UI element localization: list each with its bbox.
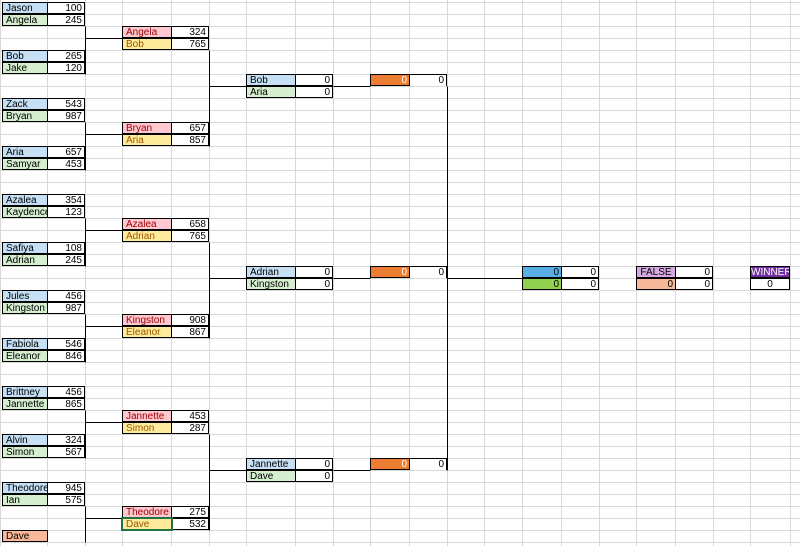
r2-name-3[interactable]: Bryan [122,122,172,134]
r1-name-20[interactable]: Simon [2,446,48,458]
r1-score-17[interactable]: 456 [47,386,85,398]
r1-score-7[interactable]: 657 [47,146,85,158]
r2-name-12[interactable]: Dave [121,517,173,531]
r1-score-14[interactable]: 987 [47,302,85,314]
r1-score-1[interactable]: 100 [47,2,85,14]
r1-name-4[interactable]: Jake [2,62,48,74]
r1-score-9[interactable]: 354 [47,194,85,206]
r1-name-10[interactable]: Kaydence [2,206,48,218]
r3-name-5[interactable]: Jannette [246,458,296,470]
r1-name-3[interactable]: Bob [2,50,48,62]
r1-name-15[interactable]: Fabiola [2,338,48,350]
r1-name-1[interactable]: Jason [2,2,48,14]
winner-score[interactable]: 0 [750,278,790,290]
r1-score-20[interactable]: 567 [47,446,85,458]
r1-name-12[interactable]: Adrian [2,254,48,266]
r4-seed-2[interactable]: 0 [370,266,410,278]
r5-seed-1[interactable]: 0 [522,266,562,278]
r1-score-19[interactable]: 324 [47,434,85,446]
r1-name-7[interactable]: Aria [2,146,48,158]
r2-name-9[interactable]: Jannette [122,410,172,422]
r2-score-10[interactable]: 287 [171,422,209,434]
r2-score-1[interactable]: 324 [171,26,209,38]
r2-score-6[interactable]: 765 [171,230,209,242]
r4-seed-1[interactable]: 0 [370,74,410,86]
r2-score-3[interactable]: 657 [171,122,209,134]
r2-name-11[interactable]: Theodore [122,506,172,518]
r3-name-1[interactable]: Bob [246,74,296,86]
r2-score-8[interactable]: 867 [171,326,209,338]
r1-score-3[interactable]: 265 [47,50,85,62]
r3-score-6[interactable]: 0 [295,470,333,482]
r2-score-7[interactable]: 908 [171,314,209,326]
r1-score-11[interactable]: 108 [47,242,85,254]
r2-name-7[interactable]: Kingston [122,314,172,326]
r2-name-2[interactable]: Bob [122,38,172,50]
r1-name-18[interactable]: Jannette [2,398,48,410]
r1-name-5[interactable]: Zack [2,98,48,110]
r1-score-15[interactable]: 546 [47,338,85,350]
r1-score-2[interactable]: 245 [47,14,85,26]
r3-score-4[interactable]: 0 [295,278,333,290]
r1-name-16[interactable]: Eleanor [2,350,48,362]
r3-name-4[interactable]: Kingston [246,278,296,290]
r1-score-6[interactable]: 987 [47,110,85,122]
r5-seed-2[interactable]: 0 [522,278,562,290]
r2-name-5[interactable]: Azalea [122,218,172,230]
r4-score-2[interactable]: 0 [409,266,447,278]
r6-score-1[interactable]: 0 [675,266,713,278]
r2-score-11[interactable]: 275 [171,506,209,518]
r1-name-13[interactable]: Jules [2,290,48,302]
r1-name-19[interactable]: Alvin [2,434,48,446]
r6-result-2[interactable]: 0 [636,278,676,290]
r3-name-3[interactable]: Adrian [246,266,296,278]
r2-name-4[interactable]: Aria [122,134,172,146]
r4-score-3[interactable]: 0 [409,458,447,470]
r1-score-8[interactable]: 453 [47,158,85,170]
r1-score-5[interactable]: 543 [47,98,85,110]
r1-score-4[interactable]: 120 [47,62,85,74]
r3-name-6[interactable]: Dave [246,470,296,482]
r2-score-12[interactable]: 532 [171,518,209,530]
r3-score-2[interactable]: 0 [295,86,333,98]
r1-name-9[interactable]: Azalea [2,194,48,206]
r1-name-14[interactable]: Kingston [2,302,48,314]
r3-score-3[interactable]: 0 [295,266,333,278]
r2-score-4[interactable]: 857 [171,134,209,146]
r4-seed-3[interactable]: 0 [370,458,410,470]
r6-score-2[interactable]: 0 [675,278,713,290]
winner-label[interactable]: WINNER [750,266,790,278]
r3-score-1[interactable]: 0 [295,74,333,86]
r1-name-6[interactable]: Bryan [2,110,48,122]
r1-score-10[interactable]: 123 [47,206,85,218]
r5-score-1[interactable]: 0 [561,266,599,278]
r2-name-1[interactable]: Angela [122,26,172,38]
r3-score-5[interactable]: 0 [295,458,333,470]
r2-name-10[interactable]: Simon [122,422,172,434]
r2-name-6[interactable]: Adrian [122,230,172,242]
r1-name-11[interactable]: Safiya [2,242,48,254]
r2-name-8[interactable]: Eleanor [122,326,172,338]
r1-name-17[interactable]: Brittney [2,386,48,398]
r1-name-23[interactable]: Dave [2,530,48,542]
r1-score-22[interactable]: 575 [47,494,85,506]
r6-result-1[interactable]: FALSE [636,266,676,278]
r1-score-18[interactable]: 865 [47,398,85,410]
r4-score-1[interactable]: 0 [409,74,447,86]
r2-score-2[interactable]: 765 [171,38,209,50]
r1-score-16[interactable]: 846 [47,350,85,362]
r5-score-2[interactable]: 0 [561,278,599,290]
r2-score-9[interactable]: 453 [171,410,209,422]
r1-score-12[interactable]: 245 [47,254,85,266]
r1-name-2[interactable]: Angela [2,14,48,26]
r1-name-22[interactable]: Ian [2,494,48,506]
r1-score-13[interactable]: 456 [47,290,85,302]
r3-name-2[interactable]: Aria [246,86,296,98]
r1-name-8[interactable]: Samyar [2,158,48,170]
r2-score-5[interactable]: 658 [171,218,209,230]
r1-name-21[interactable]: Theodore [2,482,48,494]
r1-score-21[interactable]: 945 [47,482,85,494]
